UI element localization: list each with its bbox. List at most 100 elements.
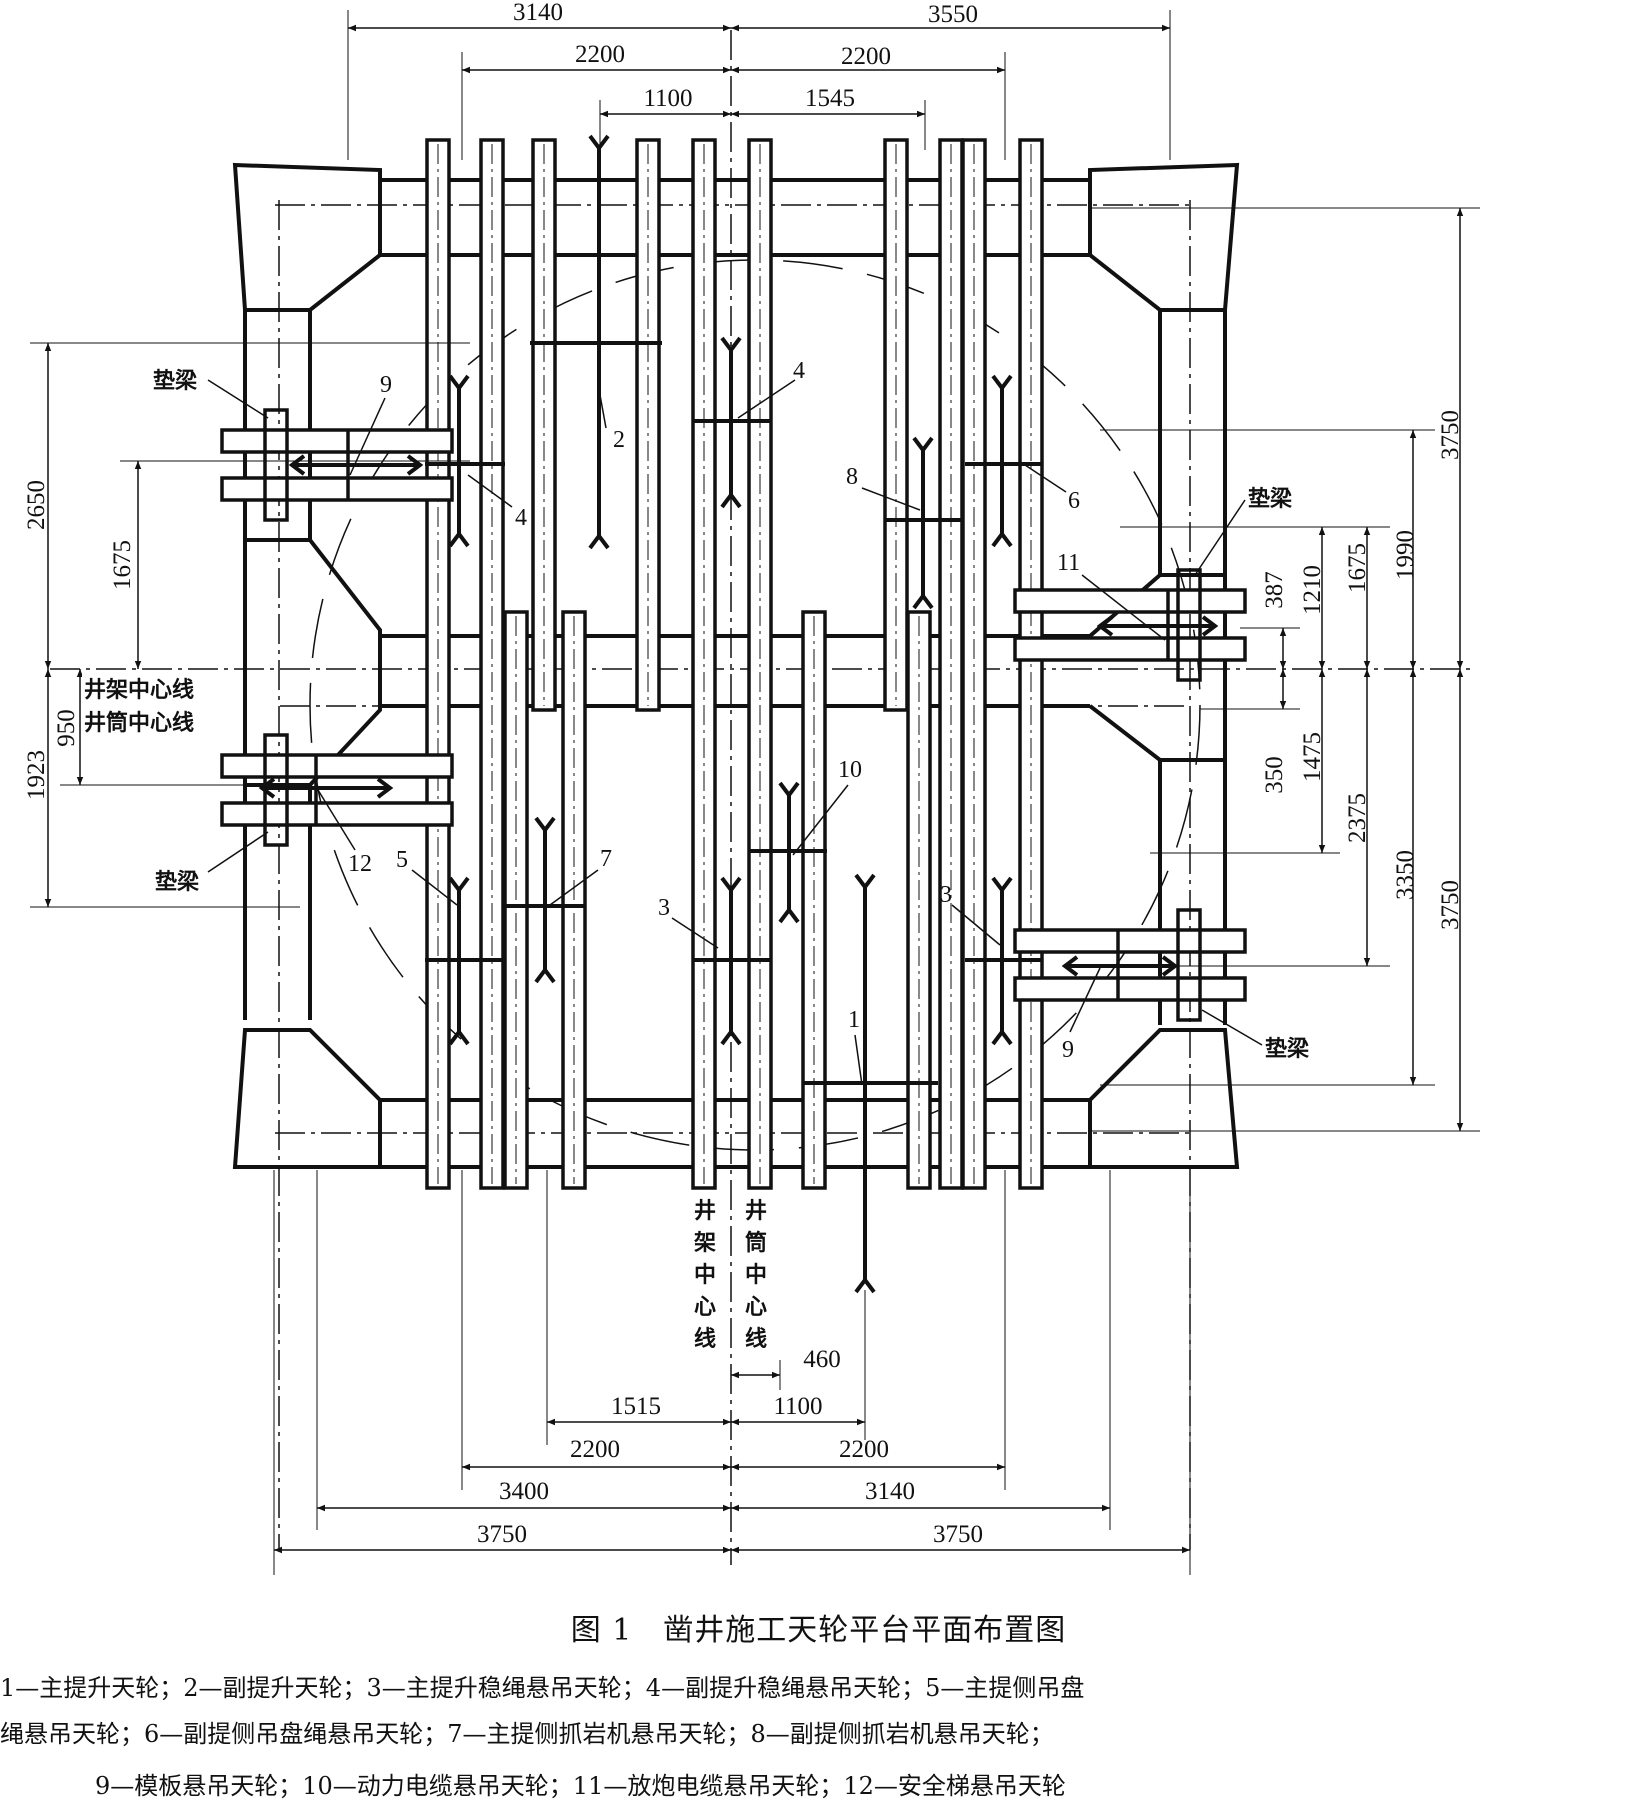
sheave-fork-icon [991,876,1013,894]
callout-10: 10 [838,757,862,783]
sheave-fork-icon [258,777,276,799]
vchar: 线 [694,1326,716,1352]
vchar: 井 [745,1199,767,1224]
sheave-4-center [693,336,770,509]
dim-top-1100: 1100 [643,85,692,112]
sheave-fork-icon [854,873,876,891]
dim-top-2200-right: 2200 [841,43,891,70]
dim-top-2200-left: 2200 [575,41,625,68]
sheave-11 [1096,615,1219,637]
callout-4-center: 4 [793,358,805,384]
sheave-fork-icon [588,532,610,550]
vchar: 筒 [745,1230,767,1256]
sheave-fork-icon [912,592,934,610]
pad-beam-label-left-top: 垫梁 [153,368,197,394]
dim-bottom-3400: 3400 [499,1478,549,1505]
leader-lines [207,379,1263,1086]
sheave-3-right [965,876,1043,1046]
dim-top-3140: 3140 [513,0,563,26]
callout-9-right: 9 [1062,1037,1074,1063]
sheave-fork-icon [720,491,742,509]
dim-bottom-3750-right: 3750 [933,1521,983,1548]
vchar: 心 [745,1295,767,1320]
sheave-12 [258,777,394,799]
dim-right-350: 350 [1261,756,1288,794]
sheave-fork-icon [534,816,556,834]
sheave-fork-icon [288,454,306,476]
dim-bottom-2200-right: 2200 [839,1436,889,1463]
sheave-fork-icon [720,876,742,894]
callout-4-left: 4 [515,505,527,531]
frame-centerline-label: 井架中心线 [84,677,194,703]
callout-8: 8 [846,464,858,490]
sheave-8 [885,436,962,610]
sheave-fork-icon [1061,955,1079,977]
sheaves [258,134,1219,1294]
sheave-10 [750,781,827,924]
sheave-fork-icon [588,134,610,152]
sheave-2-secondary-hoist [530,134,662,550]
dimension-lines [30,10,1480,1575]
vchar: 架 [694,1230,716,1256]
sheave-fork-icon [376,777,394,799]
callout-2: 2 [613,427,625,453]
legend-line-3: 9—模板悬吊天轮；10—动力电缆悬吊天轮；11—放炮电缆悬吊天轮；12—安全梯悬… [95,1772,1066,1800]
sheave-1-main-hoist [803,873,938,1294]
pad-beam-label-right-bottom: 垫梁 [1265,1036,1309,1062]
sheave-7 [505,816,585,984]
sheave-5 [425,876,505,1046]
sheave-fork-icon [991,530,1013,548]
annotations: 井架中心线 井筒中心线 垫梁 垫梁 垫梁 垫梁 井 架 中 心 线 井 筒 中 … [82,358,1309,1352]
vchar: 中 [745,1263,767,1288]
dim-left-2650: 2650 [23,480,50,530]
dim-right-387: 387 [1261,571,1288,609]
dim-right-2375: 2375 [1344,793,1371,843]
sheave-fork-icon [1096,615,1114,637]
dim-bottom-2200-left: 2200 [570,1436,620,1463]
dim-bottom-1515: 1515 [611,1393,661,1420]
dim-right-1675: 1675 [1344,543,1371,593]
callout-9-left: 9 [380,372,392,398]
sheave-fork-icon [991,1028,1013,1046]
frame-centerline-vertical-label: 井 架 中 心 线 [694,1199,716,1352]
callout-11: 11 [1057,550,1080,576]
vchar: 线 [745,1326,767,1352]
dim-left-1675: 1675 [109,540,136,590]
pad-beam-label-right-top: 垫梁 [1248,486,1292,512]
callout-3-left: 3 [658,895,670,921]
sheave-3-center [693,876,770,1046]
sheave-fork-icon [991,374,1013,392]
sheave-fork-icon [778,781,800,799]
sheave-fork-icon [448,876,470,894]
dim-right-3350: 3350 [1392,850,1419,900]
dim-bottom-1100: 1100 [773,1393,822,1420]
sheave-fork-icon [448,530,470,548]
derrick-frame [232,162,1240,1169]
sheave-fork-icon [448,1028,470,1046]
sheave-fork-icon [778,906,800,924]
dim-bottom-3140: 3140 [865,1478,915,1505]
vertical-beams [425,138,1044,1190]
sheave-fork-icon [854,1276,876,1294]
callout-3-right: 3 [940,882,952,908]
pad-beam-label-left-bottom: 垫梁 [155,869,199,895]
sheave-fork-icon [406,454,424,476]
dim-bottom-3750-left: 3750 [477,1521,527,1548]
callout-7: 7 [600,846,612,872]
sheave-6 [965,374,1043,548]
sheave-fork-icon [720,336,742,354]
dim-top-1545: 1545 [805,85,855,112]
dim-left-1923: 1923 [23,750,50,800]
sheave-fork-icon [448,374,470,392]
dim-right-1475: 1475 [1299,732,1326,782]
sheave-fork-icon [1201,615,1219,637]
shaft-centerline-label: 井筒中心线 [84,710,194,736]
dim-left-950: 950 [53,709,80,747]
sheave-fork-icon [534,966,556,984]
dim-bottom-460: 460 [803,1346,841,1373]
dim-right-3750-top: 3750 [1437,410,1464,460]
shaft-centerline-vertical-label: 井 筒 中 心 线 [745,1199,767,1352]
dimension-labels: 3140 3550 2200 2200 1100 1545 460 1515 1… [23,0,1464,1548]
dim-top-3550: 3550 [928,1,978,28]
